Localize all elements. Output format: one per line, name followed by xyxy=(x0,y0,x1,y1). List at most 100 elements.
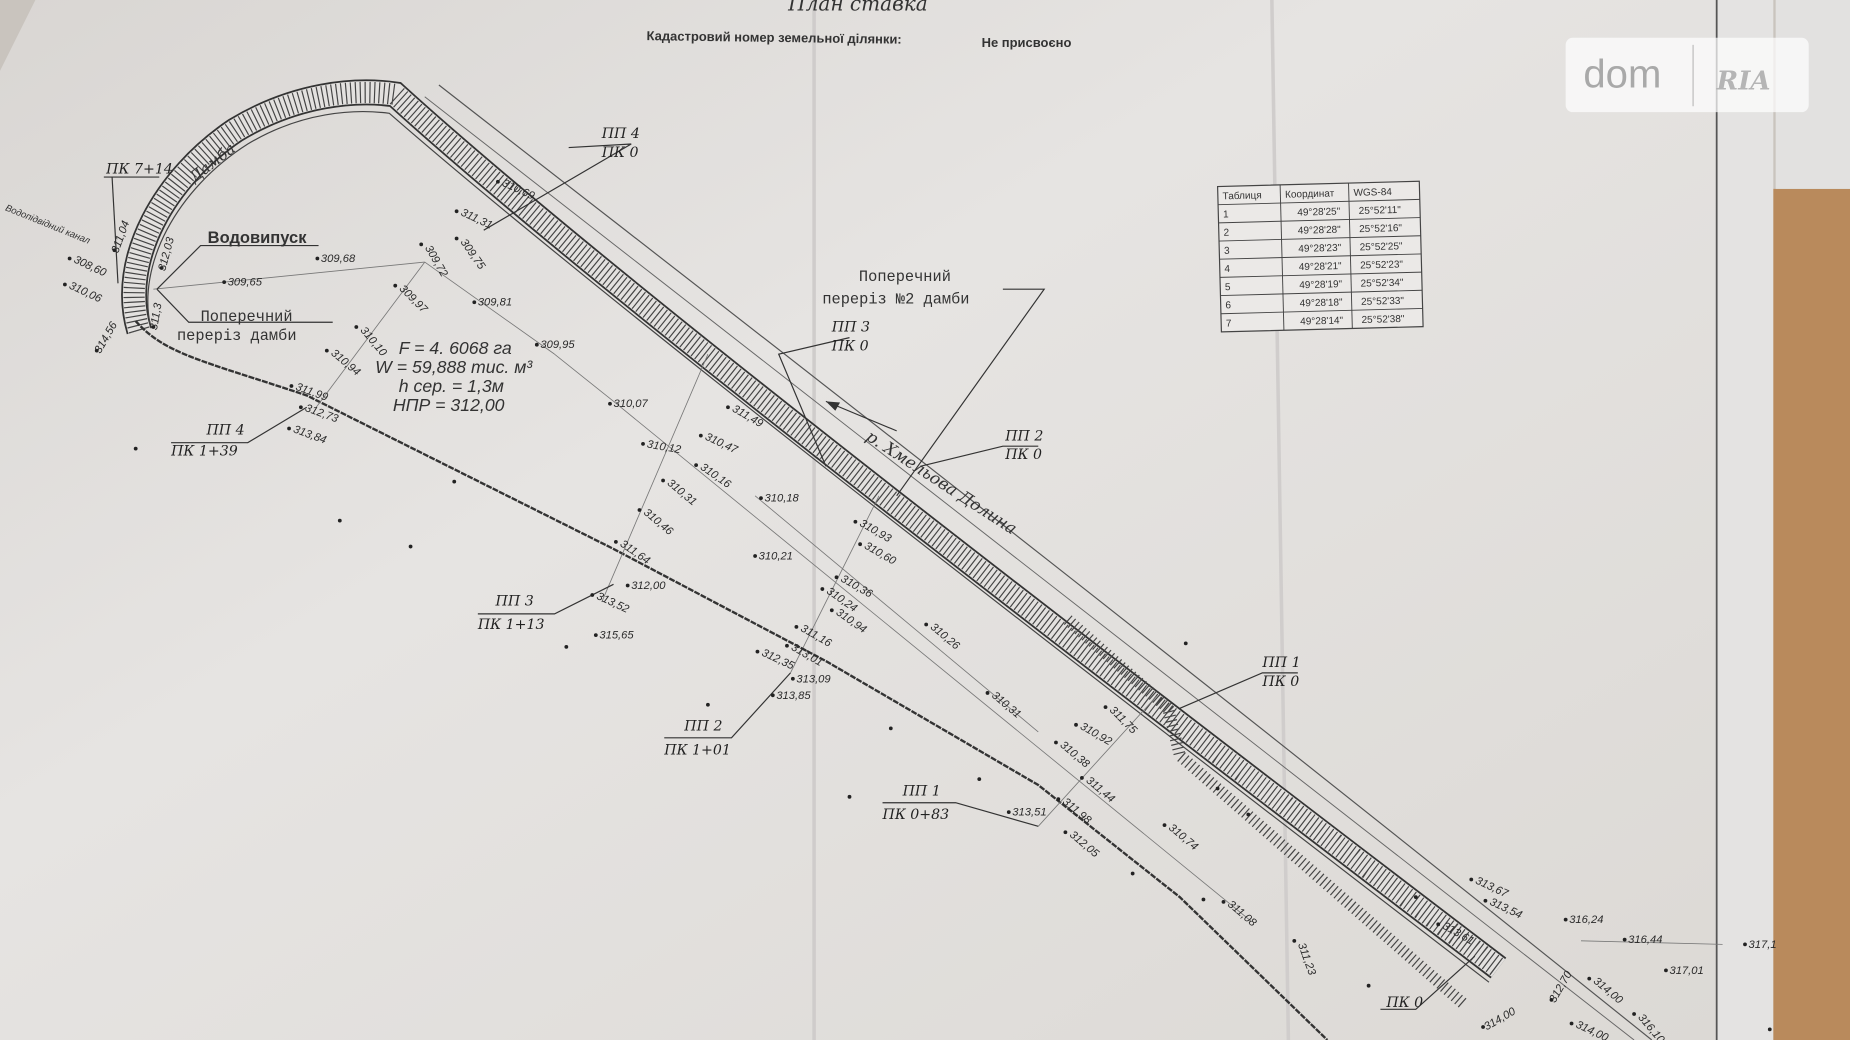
paper-sheet xyxy=(0,0,1717,1040)
table-cell: 1 xyxy=(1223,209,1229,220)
table-cell: 25°52'16" xyxy=(1359,223,1403,235)
survey-point xyxy=(590,593,595,597)
table-header: Координат xyxy=(1285,188,1335,200)
table-cell: 25°52'38" xyxy=(1361,314,1405,326)
table-cell: 25°52'11" xyxy=(1359,205,1402,217)
survey-point xyxy=(770,693,775,698)
survey-point xyxy=(1743,942,1747,947)
survey-point xyxy=(133,446,138,451)
area-stat: F = 4. 6068 га xyxy=(399,338,512,358)
elevation-label: 310,12 xyxy=(646,439,683,457)
table-header: WGS-84 xyxy=(1353,187,1392,199)
survey-point xyxy=(1063,830,1068,835)
table-cell: 49°28'18" xyxy=(1300,297,1344,309)
survey-point xyxy=(454,209,459,214)
survey-point xyxy=(354,325,359,329)
survey-point xyxy=(419,242,424,247)
flow-arrowhead-icon xyxy=(825,401,841,411)
survey-point xyxy=(222,280,227,285)
slope-hatching xyxy=(1063,615,1467,1008)
survey-point xyxy=(794,624,799,629)
survey-lines xyxy=(153,261,1723,945)
survey-point xyxy=(1056,797,1061,802)
water-level-stat: НПР = 312,00 xyxy=(393,395,505,415)
table-header: Таблиця xyxy=(1222,189,1261,202)
picket-label: ПП 2 xyxy=(683,719,722,735)
survey-point xyxy=(1549,997,1554,1002)
survey-point xyxy=(1054,740,1058,745)
survey-point xyxy=(790,676,795,681)
picket-label: ПП 4 xyxy=(205,422,244,438)
survey-point xyxy=(1469,877,1474,882)
picket-label: ПК 0 xyxy=(831,339,869,355)
elevation-label: 309,81 xyxy=(478,297,512,309)
picket-label: ПП 1 xyxy=(1261,655,1300,671)
table-cell: 7 xyxy=(1226,318,1232,329)
survey-point xyxy=(393,283,398,288)
survey-point xyxy=(706,702,710,707)
elevation-label: 313,85 xyxy=(776,690,811,702)
picket-label: ПК 0 xyxy=(601,145,639,161)
survey-point xyxy=(759,496,763,501)
survey-point xyxy=(159,266,164,270)
volume-stat: W = 59,888 тис. м³ xyxy=(375,357,533,377)
survey-point xyxy=(112,248,117,253)
picket-label: ПП 3 xyxy=(495,594,534,610)
survey-point xyxy=(496,179,500,184)
table-cell: 2 xyxy=(1223,228,1229,239)
survey-point xyxy=(472,300,477,305)
elevation-label: 316,44 xyxy=(1628,934,1662,946)
survey-point xyxy=(1183,641,1188,646)
survey-point xyxy=(452,479,457,484)
elevation-label: 309,65 xyxy=(228,277,263,289)
cross-section-label-1: Поперечний xyxy=(201,308,293,326)
table-cell: 49°28'21" xyxy=(1299,261,1343,273)
picket-label: ПК 1+01 xyxy=(663,742,731,758)
survey-point xyxy=(1436,922,1441,927)
table-cell: 25°52'25" xyxy=(1360,241,1404,253)
picket-label: ПП 3 xyxy=(831,320,870,336)
picket-labels: ПК 7+14 ПП 4 ПК 0 ПП 3 ПК 0 ПП 2 ПК 0 ПП 1 ПК 0 П… xyxy=(105,126,1423,1011)
depth-stat: h сер. = 1,3м xyxy=(399,376,504,396)
survey-point xyxy=(1569,1021,1574,1026)
table-cell: 25°52'23" xyxy=(1360,259,1404,271)
table-cell: 25°52'33" xyxy=(1361,296,1405,308)
pond-stats: F = 4. 6068 га W = 59,888 тис. м³ h сер.… xyxy=(375,338,533,415)
survey-point xyxy=(94,348,99,353)
survey-point xyxy=(1481,1025,1485,1029)
survey-point xyxy=(287,426,291,431)
survey-point xyxy=(408,544,413,549)
picket-label: ПК 0 xyxy=(1261,674,1299,690)
survey-point xyxy=(726,405,730,410)
survey-point xyxy=(625,583,630,588)
survey-point xyxy=(1366,983,1371,988)
survey-point xyxy=(755,649,760,654)
survey-point xyxy=(888,726,893,731)
survey-point xyxy=(608,401,612,406)
picket-label: ПК 7+14 xyxy=(105,162,173,178)
dam-fill xyxy=(122,81,1506,977)
table-cell: 25°52'34" xyxy=(1360,278,1404,290)
desk xyxy=(1769,188,1850,1040)
survey-point xyxy=(1664,968,1668,973)
picket-label: ПК 1+39 xyxy=(170,444,238,460)
survey-point xyxy=(1483,898,1488,903)
river-bank-line xyxy=(438,84,1653,1040)
picket-label: ПК 0 xyxy=(1385,995,1423,1011)
elevation-label: 315,65 xyxy=(599,630,634,642)
elevation-label: 313,09 xyxy=(796,673,830,685)
plan-title: План ставка xyxy=(787,0,928,16)
table-cell: 49°28'28" xyxy=(1298,225,1342,237)
survey-point xyxy=(785,643,789,648)
survey-point xyxy=(151,325,156,329)
survey-point xyxy=(1162,823,1167,828)
table-cell: 6 xyxy=(1225,300,1231,311)
survey-point xyxy=(1074,722,1078,727)
fold-line xyxy=(1270,0,1291,1040)
cross-section-2-label-1: Поперечний xyxy=(859,268,951,286)
survey-point xyxy=(753,554,757,558)
elevation-label: 310,18 xyxy=(765,493,800,505)
survey-point xyxy=(324,348,329,353)
